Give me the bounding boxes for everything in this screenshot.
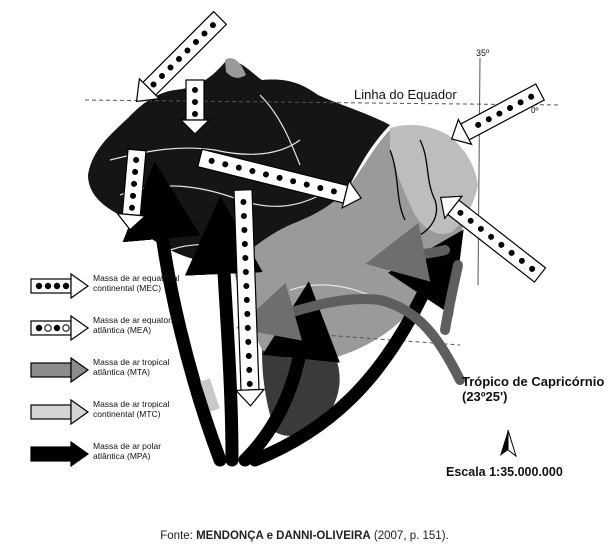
longitude-35-label: 35º (476, 48, 490, 58)
mea-arrow-icon (30, 315, 90, 341)
source-prefix: Fonte: (160, 530, 197, 542)
mpa-arrow-icon (30, 441, 90, 467)
dotted-arrows (116, 10, 547, 407)
longitude-0-label: 0º (531, 106, 539, 115)
legend-line1: Massa de ar equatorial (93, 315, 180, 325)
legend-item-mta: Massa de ar tropical atlântica (MTA) (30, 357, 230, 393)
legend-line1: Massa de ar polar (93, 441, 162, 451)
tropic-label-line2: (23º25') (462, 389, 508, 404)
legend-line2: atlântica (MEA) (93, 325, 152, 335)
equator-label: Linha do Equador (354, 87, 457, 102)
legend-line1: Massa de ar tropical (93, 357, 170, 367)
mta-arrow-icon (30, 357, 90, 383)
tropic-line (254, 329, 461, 346)
tropic-label-line1: Trópico de Capricórnio (462, 374, 605, 389)
legend-text-mta: Massa de ar tropical atlântica (MTA) (93, 357, 233, 377)
legend-item-mec: Massa de ar equatorial continental (MEC) (30, 273, 230, 309)
legend-line1: Massa de ar equatorial (93, 273, 180, 283)
mec-arrow-icon (30, 273, 90, 299)
legend-line1: Massa de ar tropical (93, 399, 170, 409)
mpa-arrows (122, 161, 464, 467)
amapa-patch (225, 58, 246, 78)
north-arrow-icon (500, 429, 517, 458)
legend-line2: atlântica (MPA) (93, 451, 151, 461)
legend-text-mec: Massa de ar equatorial continental (MEC) (93, 273, 233, 293)
source-ref: (2007, p. 151). (370, 530, 449, 542)
legend-line2: continental (MTC) (93, 409, 161, 419)
legend-text-mtc: Massa de ar tropical continental (MTC) (93, 399, 233, 419)
legend-text-mea: Massa de ar equatorial atlântica (MEA) (93, 315, 233, 335)
legend-item-mea: Massa de ar equatorial atlântica (MEA) (30, 315, 230, 351)
mta-arrows (236, 222, 465, 385)
source-caption: Fonte: MENDONÇA e DANNI-OLIVEIRA (2007, … (0, 530, 609, 542)
equator-line (84, 99, 561, 106)
scale-label: Escala 1:35.000.000 (446, 465, 563, 479)
legend-text-mpa: Massa de ar polar atlântica (MPA) (93, 441, 233, 461)
meridian-35 (477, 57, 481, 286)
legend-item-mtc: Massa de ar tropical continental (MTC) (30, 399, 230, 435)
legend-line2: continental (MEC) (93, 283, 162, 293)
legend-line2: atlântica (MTA) (93, 367, 150, 377)
mtc-arrow-icon (30, 399, 90, 425)
mtc-arrow (200, 378, 220, 412)
legend-item-mpa: Massa de ar polar atlântica (MPA) (30, 441, 230, 477)
source-authors: MENDONÇA e DANNI-OLIVEIRA (196, 530, 371, 542)
tropic-label: Trópico de Capricórnio (23º25') (462, 374, 604, 404)
